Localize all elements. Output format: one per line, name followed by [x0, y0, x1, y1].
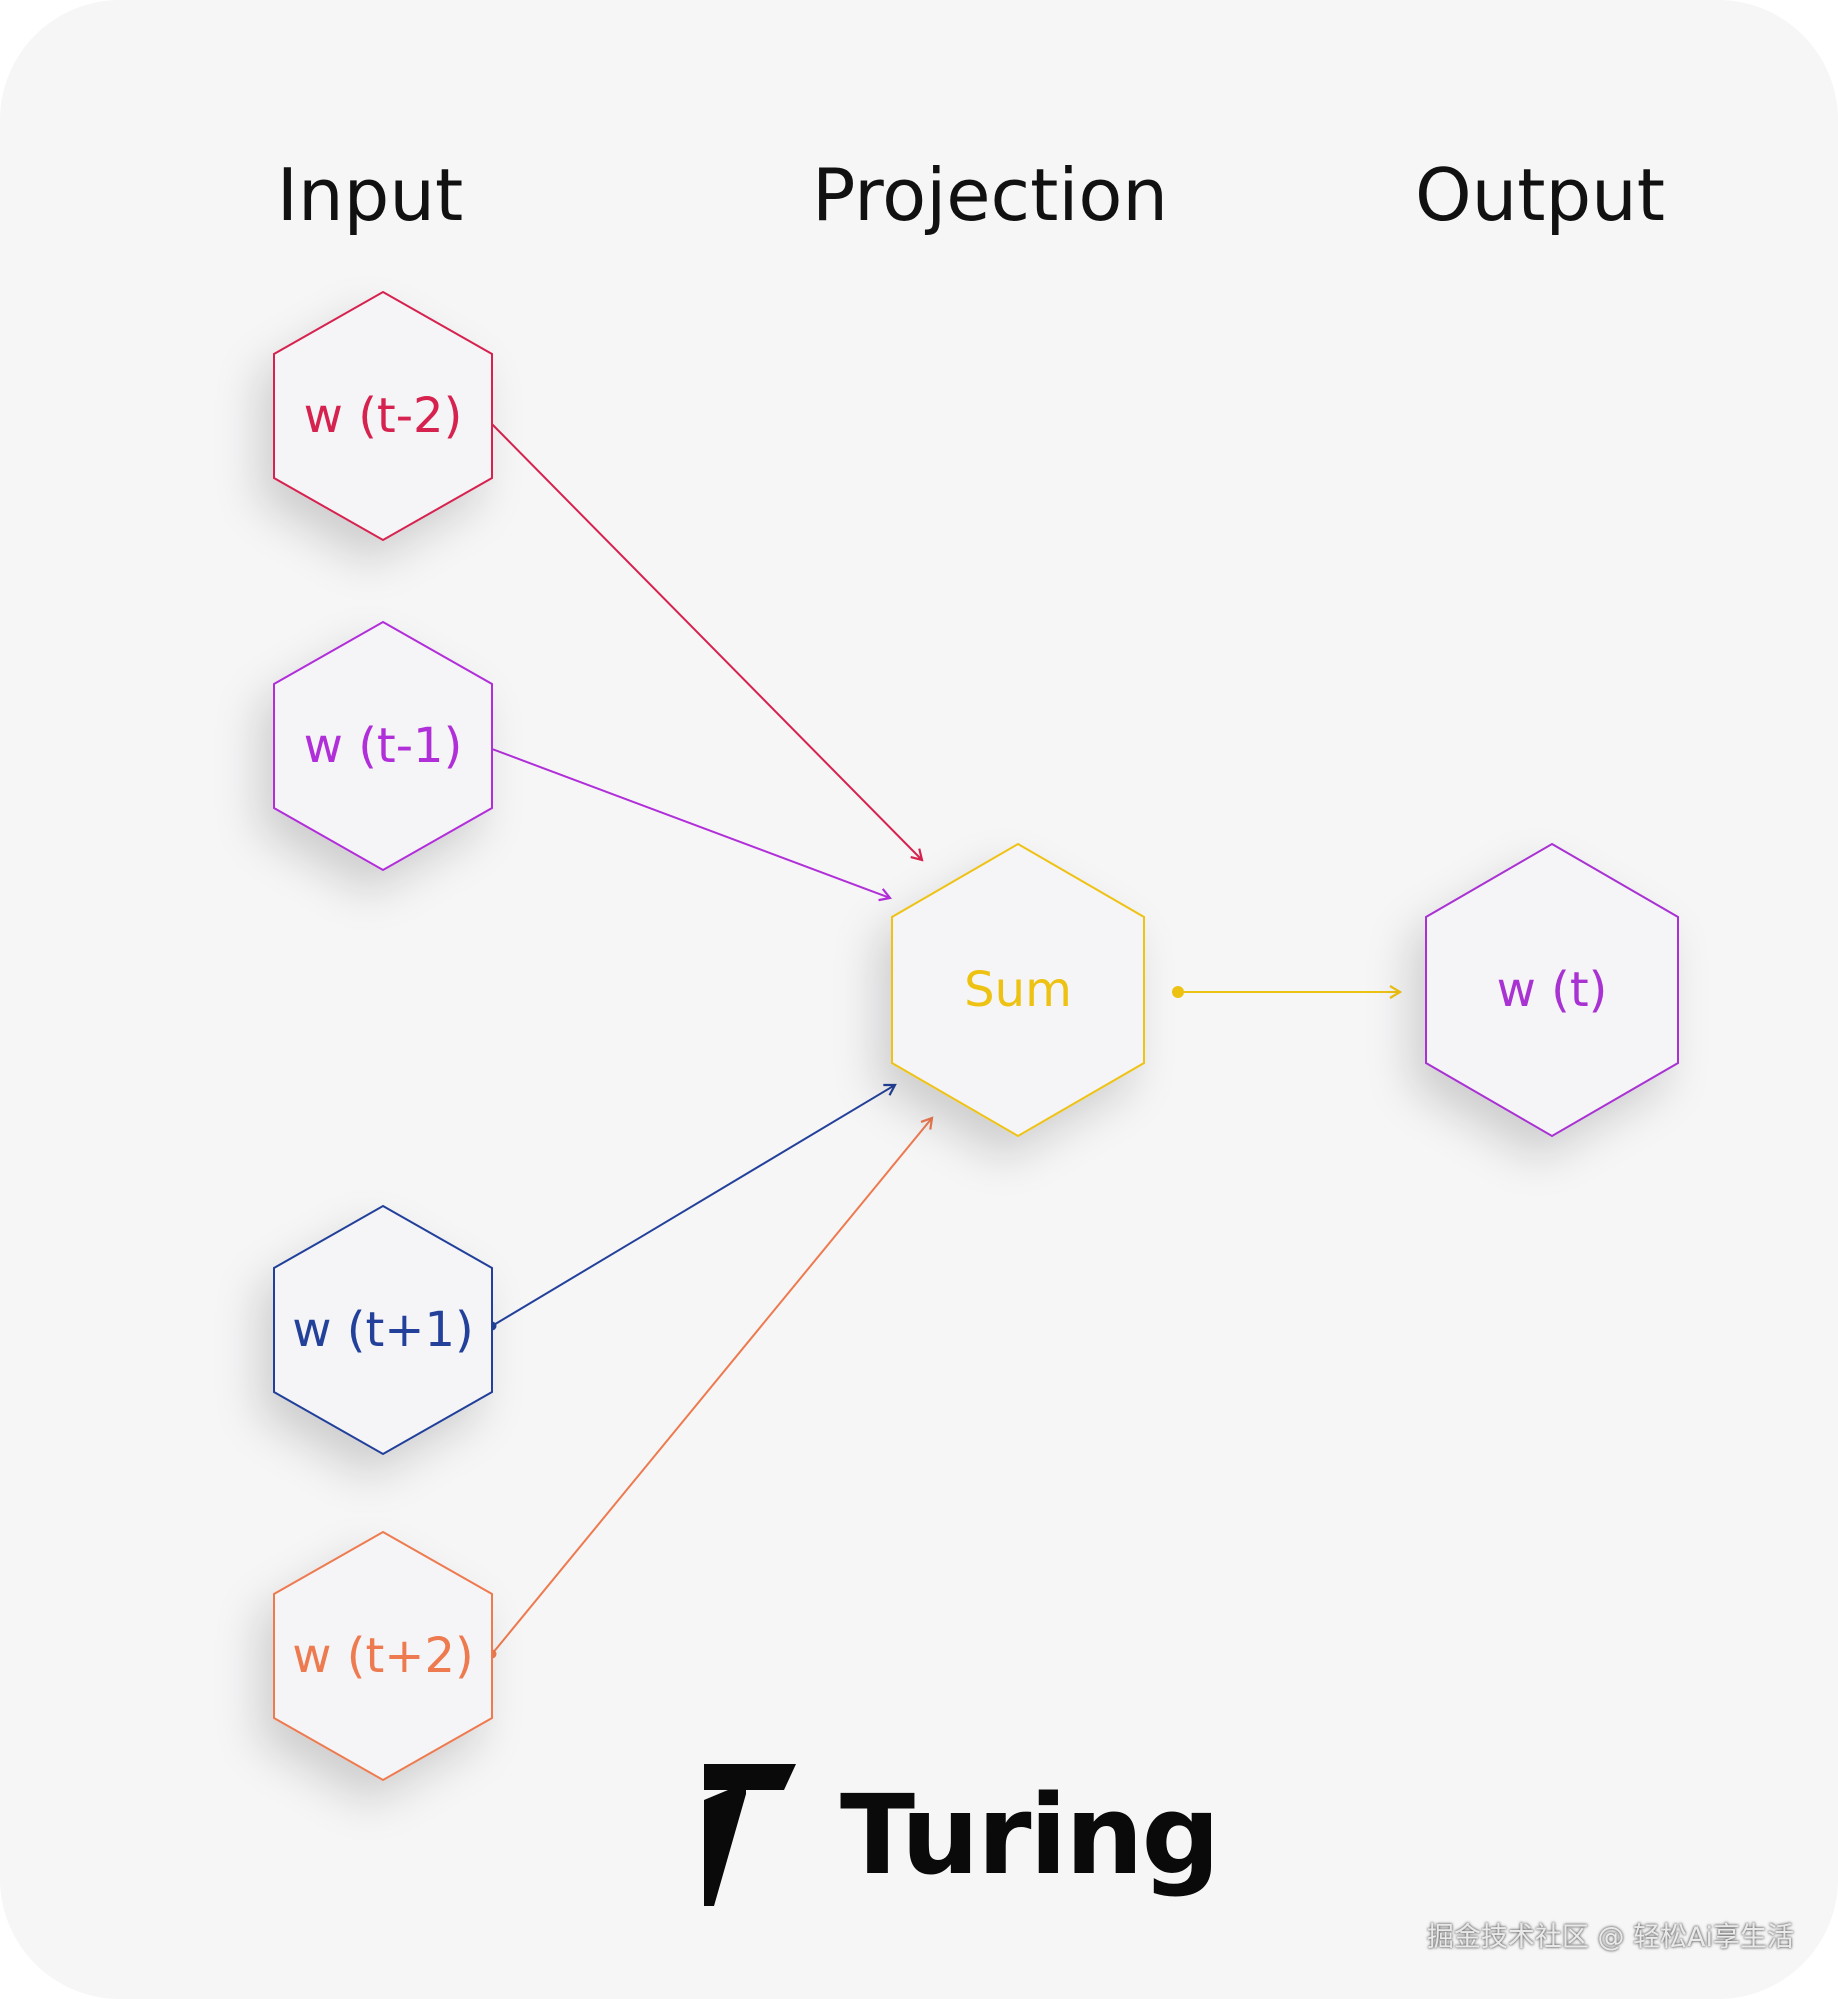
turing-logo-mark-icon [704, 1764, 796, 1906]
edge-t-plus-1-to-sum [491, 1083, 897, 1327]
turing-logo-text: Turing [840, 1771, 1220, 1899]
edge-t-minus-1-to-sum [483, 745, 893, 902]
node-sum-hexagon [891, 842, 1145, 1138]
edge-sum-dot [1172, 986, 1184, 998]
node-label-w-t-plus-2: w (t+2) [292, 1628, 474, 1684]
node-w-t-minus-2-hexagon [273, 290, 493, 542]
node-w-t-plus-2-hexagon [273, 1530, 493, 1782]
node-w-t-minus-1-hexagon [273, 620, 493, 872]
column-title-input: Input [276, 153, 464, 237]
node-label-w-t-minus-2: w (t-2) [303, 388, 463, 444]
node-label-w-t-plus-1: w (t+1) [292, 1302, 474, 1358]
watermark-text: 掘金技术社区 @ 轻松Ai享生活 [1426, 1922, 1794, 1953]
node-label-w-t: w (t) [1496, 962, 1608, 1018]
node-label-sum: Sum [964, 962, 1072, 1018]
node-w-t-plus-1-hexagon [273, 1204, 493, 1456]
turing-logo: Turing [700, 1760, 1220, 1910]
edge-t-plus-2-to-sum [491, 1116, 934, 1655]
column-title-output: Output [1414, 153, 1666, 237]
column-title-projection: Projection [811, 153, 1169, 237]
node-w-t-hexagon [1425, 842, 1679, 1138]
node-label-w-t-minus-1: w (t-1) [303, 718, 463, 774]
hexagon-nodes [273, 290, 1679, 1782]
edge-t-minus-2-to-sum [483, 415, 924, 862]
